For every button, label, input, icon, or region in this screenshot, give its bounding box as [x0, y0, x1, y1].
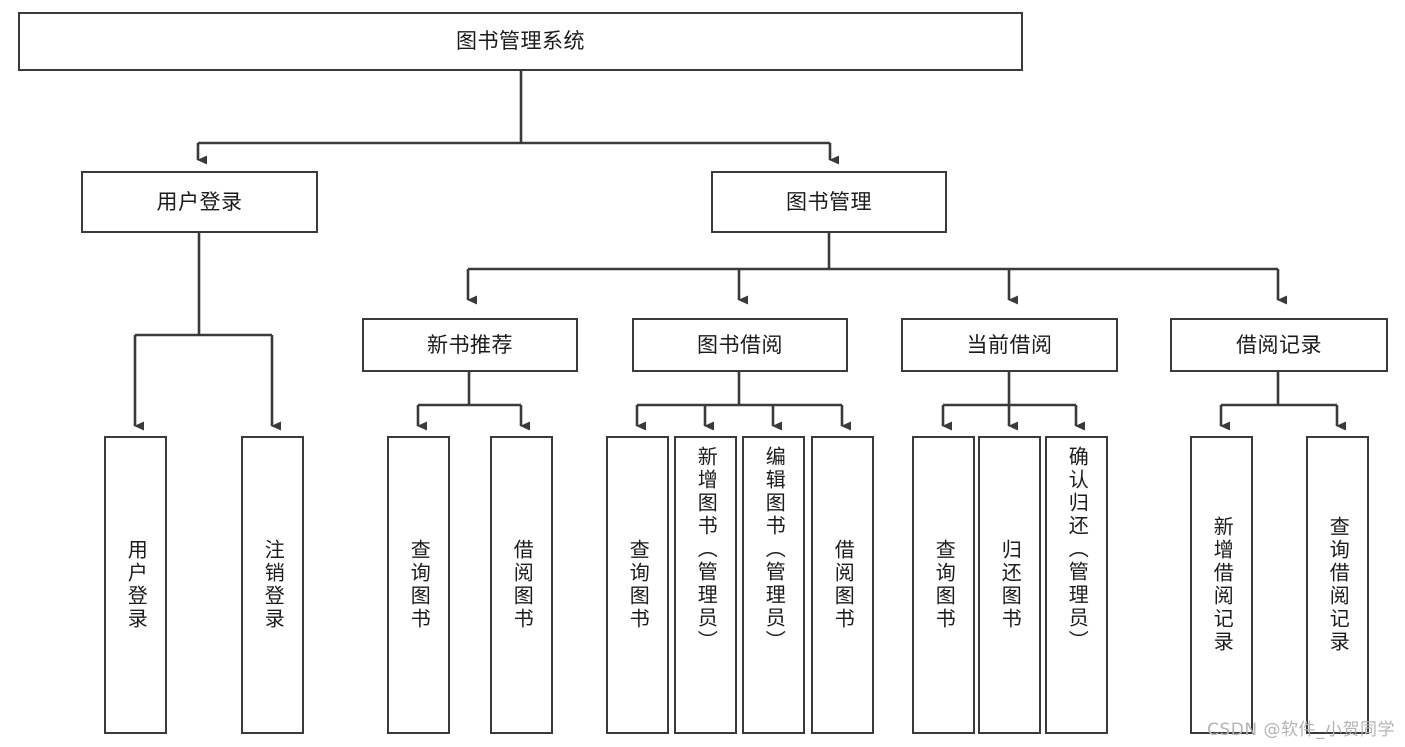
node-label: 查询借阅记录 [1326, 516, 1351, 654]
node-label: 用户登录 [156, 189, 243, 214]
node-label: 借阅记录 [1236, 332, 1322, 357]
node-label: 借阅图书 [510, 539, 535, 631]
node-label: 新增借阅记录 [1210, 516, 1235, 654]
node-label: 图书管理系统 [456, 29, 585, 54]
leaf-borrow-edit-book-admin[interactable]: 编辑图书（管理员） [742, 436, 805, 734]
leaf-borrow-query-book[interactable]: 查询图书 [606, 436, 669, 734]
node-label: 确认归还（管理员） [1065, 446, 1090, 653]
leaf-new-book-borrow[interactable]: 借阅图书 [490, 436, 553, 734]
node-label: 借阅图书 [831, 539, 856, 631]
node-book-borrow[interactable]: 图书借阅 [632, 318, 848, 372]
node-label: 用户登录 [124, 539, 149, 631]
leaf-current-query-book[interactable]: 查询图书 [912, 436, 975, 734]
leaf-borrow-add-book-admin[interactable]: 新增图书（管理员） [674, 436, 737, 734]
leaf-current-confirm-return-admin[interactable]: 确认归还（管理员） [1045, 436, 1108, 734]
node-root-system[interactable]: 图书管理系统 [18, 12, 1023, 71]
node-new-book-recommend[interactable]: 新书推荐 [362, 318, 578, 372]
watermark-text: CSDN @软件_小贺同学 [1207, 720, 1395, 740]
node-label: 查询图书 [932, 539, 957, 631]
node-label: 归还图书 [998, 539, 1023, 631]
leaf-record-add-record[interactable]: 新增借阅记录 [1190, 436, 1253, 734]
node-label: 新书推荐 [427, 332, 513, 357]
node-label: 图书借阅 [697, 332, 783, 357]
leaf-borrow-borrow-book[interactable]: 借阅图书 [811, 436, 874, 734]
node-label: 查询图书 [407, 539, 432, 631]
node-label: 注销登录 [261, 539, 286, 631]
leaf-current-return-book[interactable]: 归还图书 [978, 436, 1041, 734]
node-borrow-record[interactable]: 借阅记录 [1170, 318, 1388, 372]
node-label: 图书管理 [786, 189, 872, 214]
node-label: 查询图书 [626, 539, 651, 631]
node-label: 新增图书（管理员） [694, 446, 719, 653]
node-label: 编辑图书（管理员） [762, 446, 787, 653]
node-user-login[interactable]: 用户登录 [81, 171, 318, 233]
leaf-user-login-signout[interactable]: 注销登录 [241, 436, 304, 734]
node-label: 当前借阅 [966, 332, 1053, 357]
leaf-user-login-signin[interactable]: 用户登录 [104, 436, 167, 734]
node-book-management[interactable]: 图书管理 [711, 171, 947, 233]
node-current-borrow[interactable]: 当前借阅 [901, 318, 1118, 372]
leaf-new-book-query[interactable]: 查询图书 [387, 436, 450, 734]
leaf-record-query-record[interactable]: 查询借阅记录 [1306, 436, 1369, 734]
